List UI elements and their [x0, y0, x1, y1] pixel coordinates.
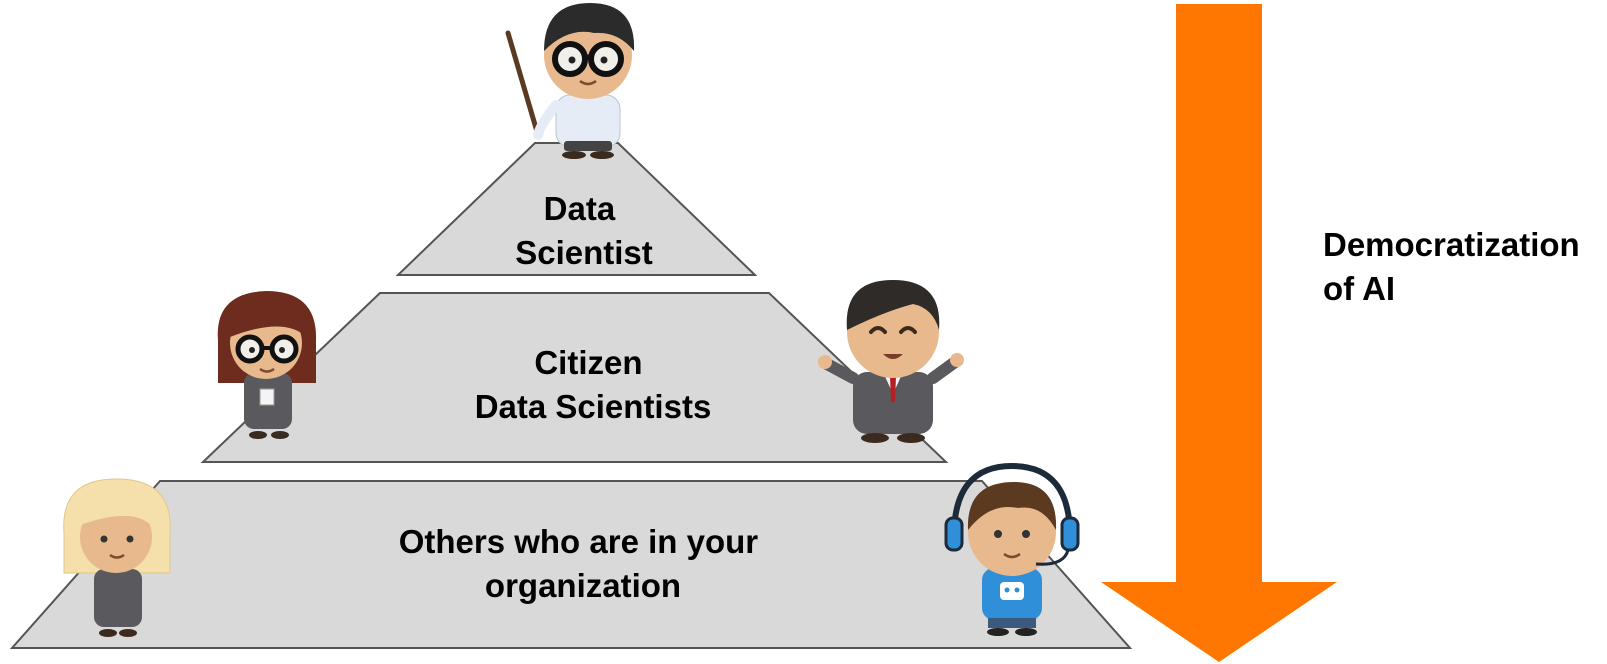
tier-middle-label-line2: Data Scientists: [475, 388, 712, 425]
democratization-label-line1: Democratization: [1323, 226, 1580, 263]
tier-bottom-label-line2: organization: [485, 567, 681, 604]
democratization-label-line2: of AI: [1323, 270, 1395, 307]
tier-middle-label: Citizen Data Scientists: [475, 344, 712, 425]
tier-top-label: Data Scientist: [515, 190, 653, 271]
tier-top-label-line2: Scientist: [515, 234, 653, 271]
pyramid: [9, 142, 1133, 649]
tier-middle-label-line1: Citizen: [534, 344, 642, 381]
tier-bottom-label-line1: Others who are in your: [399, 523, 759, 560]
blonde-woman-icon: [63, 478, 171, 637]
tier-top-label-line1: Data: [544, 190, 616, 227]
pyramid-tier-bottom: [9, 480, 1133, 649]
democratization-label: Democratization of AI: [1323, 226, 1589, 307]
woman-with-glasses-icon: [217, 291, 317, 439]
teacher-with-pointer-icon: [505, 3, 635, 159]
headset-support-agent-icon: [944, 462, 1080, 636]
businessman-waving-icon: [818, 280, 964, 443]
down-arrow-icon: [1101, 4, 1337, 662]
tier-bottom-label: Others who are in your organization: [399, 523, 768, 604]
